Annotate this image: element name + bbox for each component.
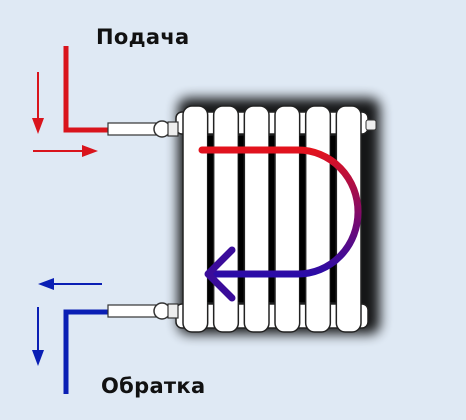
supply-down-arrow-icon xyxy=(32,118,44,134)
radiator-section-gap xyxy=(269,136,275,302)
return-valve-nut xyxy=(167,303,179,319)
supply-label: Подача xyxy=(96,25,190,49)
return-label: Обратка xyxy=(101,374,206,398)
flow-arrow-path xyxy=(198,146,362,278)
radiator-section-gap xyxy=(238,136,245,302)
supply-pipe-line xyxy=(63,46,108,133)
return-down-arrow-icon xyxy=(32,350,44,366)
radiator-section-gap xyxy=(299,136,306,302)
return-arrows xyxy=(32,278,102,366)
supply-right-arrow-icon xyxy=(82,145,98,157)
flow-arrow xyxy=(198,146,362,302)
radiator-section xyxy=(304,105,332,333)
radiator xyxy=(175,105,377,333)
return-pipe xyxy=(63,302,179,394)
supply-valve-nut xyxy=(167,121,179,137)
radiator-section xyxy=(182,105,209,333)
return-pipe-line xyxy=(63,309,108,394)
radiator-section-gap xyxy=(330,136,337,302)
radiator-section-gap xyxy=(207,136,214,302)
return-left-arrow-icon xyxy=(38,278,54,290)
supply-arrows xyxy=(32,72,98,157)
return-connector xyxy=(107,304,157,318)
radiator-right-cap xyxy=(365,119,377,131)
radiator-section xyxy=(274,105,301,333)
radiator-section xyxy=(243,105,270,333)
supply-pipe xyxy=(63,46,179,138)
flow-arrowhead-icon xyxy=(204,246,236,302)
supply-connector xyxy=(107,122,157,136)
